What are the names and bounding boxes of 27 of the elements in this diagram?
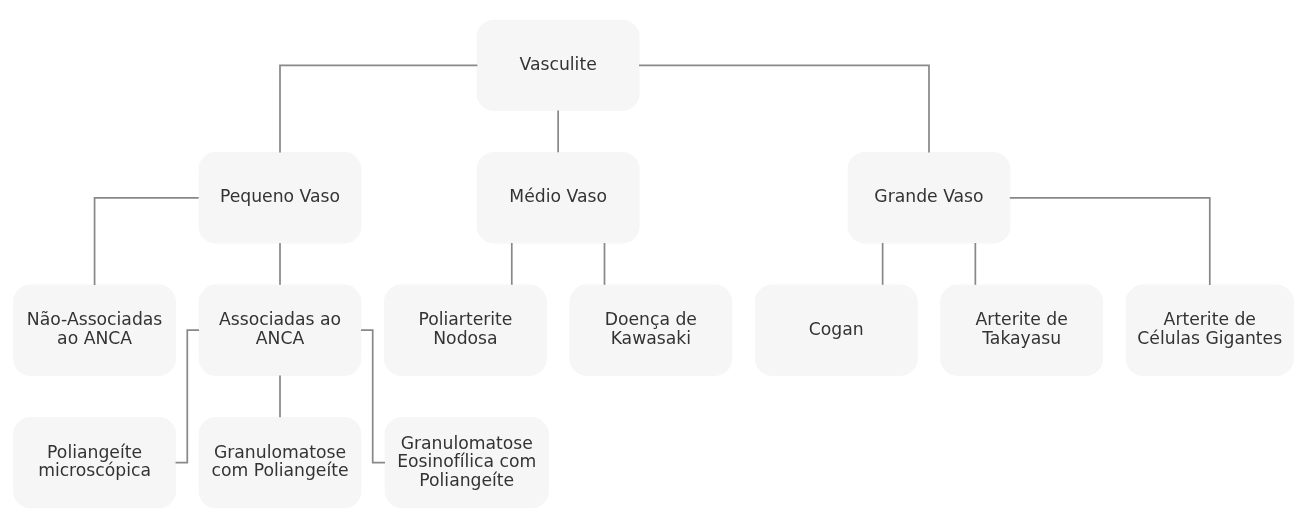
connector xyxy=(360,328,386,464)
node-box: Não-Associadas ao ANCA xyxy=(13,284,177,376)
connector xyxy=(557,109,559,153)
connector xyxy=(1008,196,1211,286)
node-box: Vasculite xyxy=(476,19,640,111)
node-box: Granulomatose Eosinofílica com Poliangeíte xyxy=(384,416,549,508)
node-box: Doença de Kawasaki xyxy=(569,284,733,376)
node-box: Cogan xyxy=(754,284,918,376)
connector xyxy=(638,63,930,153)
connector xyxy=(974,241,977,286)
node-box: Arterite de Células Gigantes xyxy=(1125,284,1294,376)
node-box: Arterite de Takayasu xyxy=(940,284,1104,376)
node-box: Granulomatose com Poliangeíte xyxy=(198,416,362,508)
connector xyxy=(279,63,479,153)
connector xyxy=(279,374,281,418)
node-box: Poliangeíte microscópica xyxy=(13,416,177,508)
node-box: Grande Vaso xyxy=(847,151,1011,243)
connector xyxy=(174,328,200,464)
node-box: Pequeno Vaso xyxy=(198,151,362,243)
connector xyxy=(279,241,281,286)
connector xyxy=(881,241,884,286)
node-box: Associadas ao ANCA xyxy=(198,284,362,376)
connector xyxy=(603,241,606,286)
connector xyxy=(510,241,513,286)
connector xyxy=(93,196,200,286)
node-box: Poliarterite Nodosa xyxy=(383,284,547,376)
node-box: Médio Vaso xyxy=(476,151,640,243)
